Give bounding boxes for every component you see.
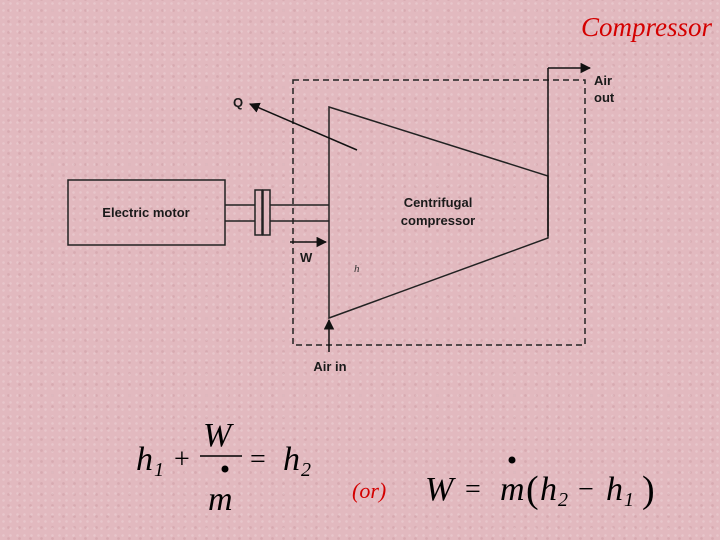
- heat-arrow: [249, 102, 358, 151]
- m-dot-1: [221, 465, 229, 473]
- equation-term-equations-eq1-den: m: [208, 481, 233, 518]
- equation-term-equations-eq1-plus: +: [174, 444, 190, 475]
- work-equation: W = m ( h 2 − h 1 ): [425, 456, 655, 511]
- or-text: (or): [352, 478, 386, 503]
- compressor-label-line1: Centrifugal: [404, 195, 473, 210]
- equation-term-equations-eq1-h2: h: [283, 441, 300, 478]
- h1-mark: h: [354, 263, 360, 275]
- electric-motor-label: Electric motor: [102, 205, 189, 220]
- heat-label: Q: [233, 95, 243, 110]
- equation-term-equations-eq2-w: W: [425, 471, 456, 508]
- m-dot-2: [508, 456, 516, 464]
- compressor-label-line2: compressor: [401, 213, 475, 228]
- energy-equation: h 1 + W m = h 2: [136, 417, 311, 518]
- equation-term-equations-eq2-minus: −: [578, 474, 594, 505]
- equation-term-equations-eq2-h2_sub: 2: [558, 489, 568, 511]
- equation-term-equations-eq2-lparen: (: [526, 469, 539, 511]
- control-volume-boundary: [292, 79, 586, 346]
- air-out-label-line2: out: [594, 90, 615, 105]
- equation-term-equations-eq1-num: W: [203, 417, 234, 454]
- equation-term-equations-eq1-h1_sub: 1: [154, 459, 164, 481]
- equation-term-equations-eq2-m: m: [500, 471, 525, 508]
- shaft: [225, 204, 329, 222]
- slide-title: Compressor: [580, 12, 712, 42]
- air-out-label-line1: Air: [594, 73, 612, 88]
- equation-term-equations-eq1-h1: h: [136, 441, 153, 478]
- electric-motor-box: [67, 179, 226, 246]
- equation-term-equations-eq2-h2: h: [540, 471, 557, 508]
- equation-term-equations-eq2-h1_sub: 1: [624, 489, 634, 511]
- air-in-label: Air in: [313, 359, 346, 374]
- equation-term-equations-eq1-h2_sub: 2: [301, 459, 311, 481]
- equation-term-equations-eq2-h1: h: [606, 471, 623, 508]
- equation-term-equations-eq1-eq: =: [250, 444, 266, 475]
- centrifugal-compressor-body: [328, 105, 549, 320]
- coupling: [254, 189, 271, 236]
- equation-term-equations-eq2-rparen: ): [642, 469, 655, 511]
- equation-term-equations-eq2-eq: =: [465, 474, 481, 505]
- work-label: W: [300, 250, 313, 265]
